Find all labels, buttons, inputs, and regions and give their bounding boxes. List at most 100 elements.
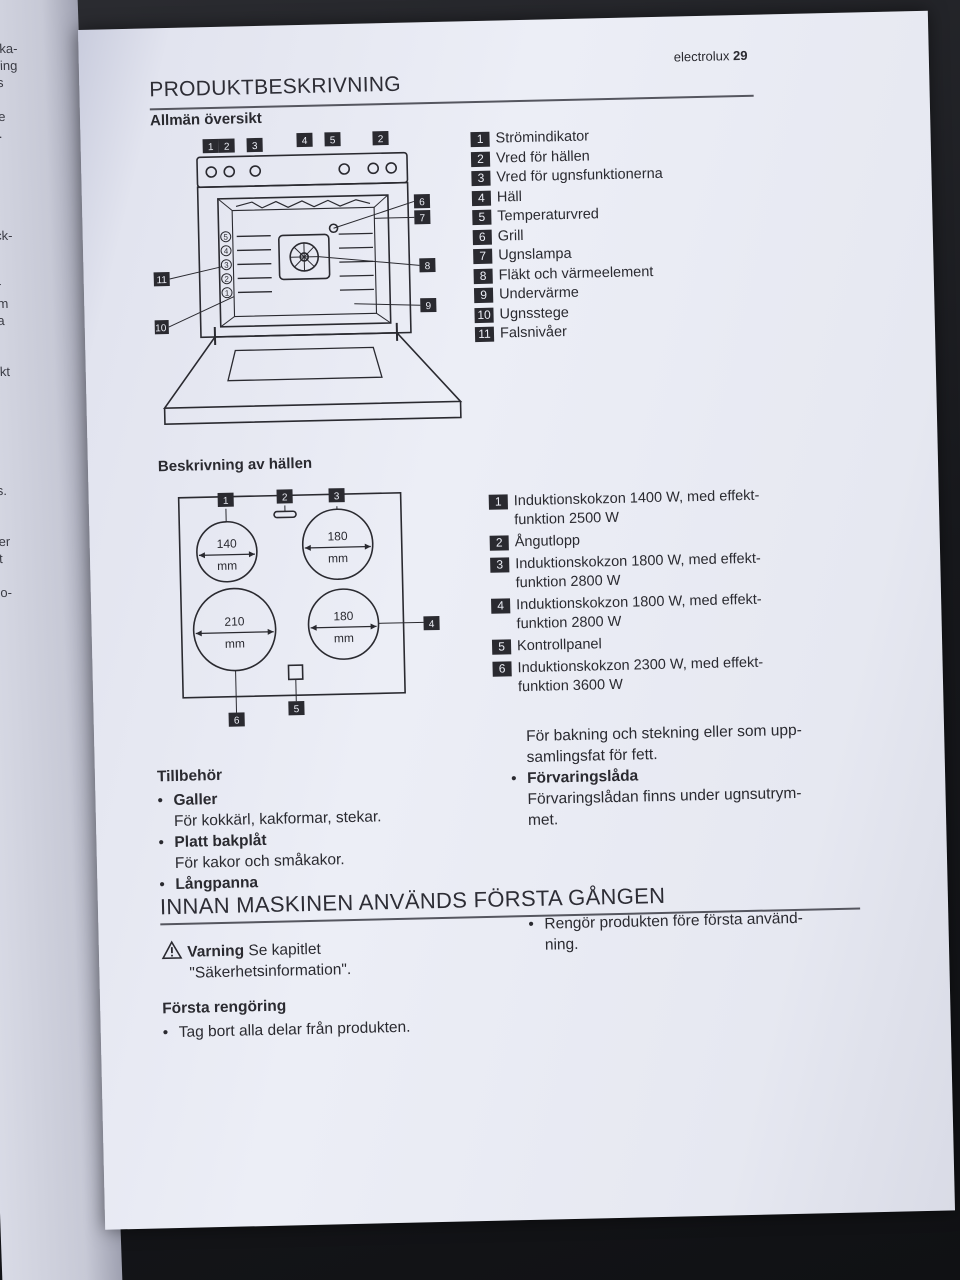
legend-number: 10 bbox=[474, 307, 494, 323]
oven-callout: 3 bbox=[246, 137, 263, 153]
legend-number: 1 bbox=[470, 131, 490, 148]
left-page-fragment bbox=[0, 516, 78, 533]
hob-zone-1 bbox=[196, 520, 258, 583]
legend-text: Strömindikator bbox=[495, 128, 590, 147]
left-page-fragment bbox=[0, 465, 76, 482]
legend-text: Grill bbox=[497, 227, 524, 245]
zone-size: 180 bbox=[327, 529, 348, 543]
oven-callout: 10 bbox=[152, 320, 169, 335]
hob-callout: 2 bbox=[276, 489, 293, 504]
page-number: 29 bbox=[732, 47, 748, 64]
legend-number: 9 bbox=[473, 287, 494, 304]
legend-text: Ugnslampa bbox=[498, 245, 572, 264]
hob-control-panel bbox=[287, 664, 304, 681]
legend-number: 2 bbox=[470, 151, 491, 167]
left-page-fragment: uck- bbox=[0, 228, 13, 243]
oven-knob bbox=[205, 166, 218, 178]
legend-number: 1 bbox=[488, 494, 508, 510]
legend-number: 3 bbox=[490, 557, 510, 573]
shelf-rails-right bbox=[338, 232, 374, 291]
left-page-fragment: - bbox=[0, 346, 72, 363]
left-page-fragment: o- bbox=[0, 585, 13, 600]
hob-zone-3 bbox=[301, 508, 374, 581]
hob-callout: 4 bbox=[423, 615, 440, 631]
left-page-fragment: ens bbox=[0, 75, 4, 90]
oven-callout: 7 bbox=[414, 210, 431, 225]
left-page-fragment: er bbox=[0, 534, 11, 549]
oven-callout: 5 bbox=[324, 132, 341, 147]
oven-knob bbox=[338, 163, 351, 175]
left-page-fragment: ekt bbox=[0, 364, 11, 379]
left-page-fragment bbox=[0, 567, 80, 584]
legend-text: Temperaturvred bbox=[497, 206, 600, 225]
warning-text: "Säkerhetsinformation". bbox=[189, 961, 352, 982]
hob-zone-labels: 140 mm 180 mm 210 mm 180 mm bbox=[217, 529, 354, 651]
legend-number: 8 bbox=[473, 268, 493, 284]
oven-callout: 2 bbox=[372, 130, 389, 146]
before-use-right-column: •Rengör produkten före första använd- ni… bbox=[528, 907, 849, 956]
hob-callout: 3 bbox=[328, 488, 345, 503]
left-page-fragment: s. bbox=[0, 483, 8, 498]
oven-door-outline bbox=[163, 332, 463, 409]
hob-legend-item: 3 Induktionskokzon 1800 W, med effekt-fun… bbox=[490, 549, 811, 594]
callout-number: 2 bbox=[224, 142, 230, 153]
shelf-level-numbers: 5 4 3 2 1 bbox=[223, 233, 229, 298]
right-item-text: Rengör produkten före första använd- bbox=[544, 909, 804, 933]
legend-number: 11 bbox=[474, 326, 495, 343]
steam-outlet bbox=[273, 510, 297, 519]
legend-number: 4 bbox=[471, 190, 492, 206]
legend-text-line: Kontrollpanel bbox=[516, 636, 602, 655]
zone-size: 180 bbox=[333, 609, 354, 623]
legend-text: Ångutlopp bbox=[515, 532, 581, 552]
first-clean-item-text: Tag bort alla delar från produkten. bbox=[178, 1018, 411, 1041]
left-page-fragment: t bbox=[0, 551, 4, 566]
oven-callout: 2 bbox=[218, 138, 235, 153]
hob-zone-4 bbox=[307, 588, 380, 660]
legend-number: 7 bbox=[473, 248, 493, 265]
legend-text: Kontrollpanel bbox=[517, 635, 602, 656]
callout-number: 3 bbox=[334, 491, 340, 502]
oven-door-window bbox=[227, 346, 383, 382]
callout-number: 4 bbox=[302, 136, 308, 147]
legend-number: 6 bbox=[472, 229, 492, 245]
legend-text: Induktionskokzon 2300 W, med effekt-funk… bbox=[517, 654, 763, 698]
callout-number: 5 bbox=[330, 135, 336, 146]
oven-callout: 6 bbox=[413, 194, 431, 209]
left-page-fragment: verka- bbox=[0, 41, 18, 56]
warning-text: Se kapitlet bbox=[243, 940, 321, 960]
legend-text: Häll bbox=[496, 188, 523, 206]
legend-number: 4 bbox=[491, 598, 511, 614]
oven-callout: 8 bbox=[419, 257, 436, 273]
hob-heading: Beskrivning av hällen bbox=[157, 454, 313, 476]
accessory-name: Förvaringslåda bbox=[526, 767, 639, 788]
callout-number: 8 bbox=[425, 261, 431, 272]
shelf-level-number: 1 bbox=[225, 289, 230, 298]
left-page-fragment bbox=[0, 380, 74, 397]
legend-text: Induktionskokzon 1800 W, med effekt-funk… bbox=[515, 550, 761, 594]
shelf-level-number: 5 bbox=[223, 233, 228, 242]
legend-number: 5 bbox=[491, 639, 512, 655]
oven-knob bbox=[385, 162, 398, 174]
shelf-rails-left bbox=[236, 235, 273, 294]
oven-callout: 9 bbox=[420, 297, 437, 313]
legend-text: Falsnivåer bbox=[499, 323, 568, 342]
warning-block: Varning Se kapitlet "Säkerhetsinformatio… bbox=[161, 933, 492, 984]
shelf-level-number: 2 bbox=[224, 275, 229, 284]
left-page-fragment: är bbox=[0, 278, 70, 295]
shelf-level-number: 3 bbox=[224, 261, 229, 270]
callout-number: 6 bbox=[234, 716, 240, 727]
callout-number: 1 bbox=[223, 496, 229, 507]
zone-size: 140 bbox=[217, 537, 238, 551]
hob-callout: 5 bbox=[288, 701, 305, 716]
left-page-fragment: nde bbox=[0, 109, 6, 124]
hob-diagram: 140 mm 180 mm 210 mm 180 mm 1 2 3 4 5 6 bbox=[177, 488, 440, 727]
left-page-fragment: oa. bbox=[0, 126, 3, 141]
first-clean-item: •Tag bort alla delar från produkten. bbox=[162, 1018, 411, 1042]
